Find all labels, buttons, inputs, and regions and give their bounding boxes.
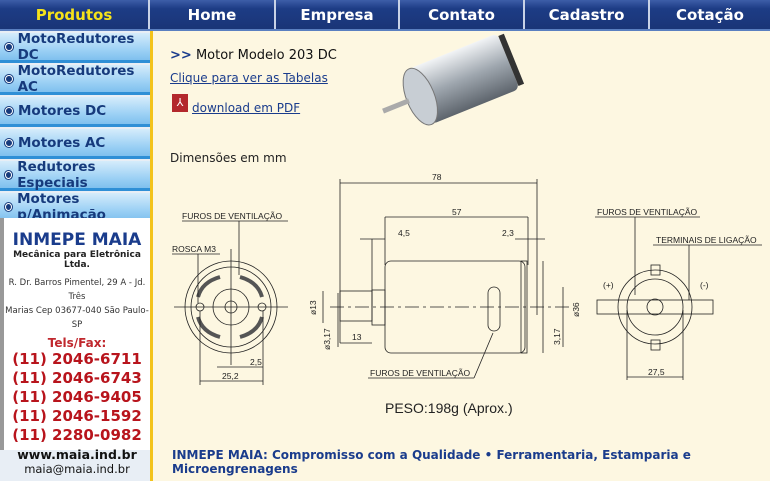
technical-drawing: FUROS DE VENTILAÇÃO ROSCA M3 2,5 25,2 78… xyxy=(172,172,762,416)
bullet-icon xyxy=(5,42,13,51)
dimensions-label: Dimensões em mm xyxy=(170,151,287,165)
website-link[interactable]: www.maia.ind.br xyxy=(17,447,137,462)
dim-dia-3-17: ø3,17 xyxy=(322,328,332,350)
label-terminais: TERMINAIS DE LIGAÇÃO xyxy=(656,235,757,245)
sidebar-item-label: Motores DC xyxy=(18,102,107,119)
company-name: INMEPE MAIA xyxy=(12,230,142,250)
label-furos-ventilacao: FUROS DE VENTILAÇÃO xyxy=(182,211,283,221)
sidebar-item-motores-dc[interactable]: Motores DC xyxy=(0,97,150,127)
bullet-icon xyxy=(5,106,13,115)
label-furos-ventilacao: FUROS DE VENTILAÇÃO xyxy=(370,368,471,378)
tels-label: Tels/Fax: xyxy=(47,336,107,350)
tab-home[interactable]: Home xyxy=(150,0,276,29)
tab-cotacao[interactable]: Cotação xyxy=(676,5,744,24)
top-nav: Produtos Home Empresa Contato Cadastro C… xyxy=(0,0,770,31)
dim-57: 57 xyxy=(452,207,462,217)
tab-produtos[interactable]: Produtos xyxy=(0,0,150,29)
bullet-icon xyxy=(5,74,13,83)
tab-cadastro[interactable]: Cadastro xyxy=(525,0,650,29)
pdf-download-link[interactable]: download em PDF xyxy=(192,101,301,115)
divider xyxy=(150,31,153,481)
dim-78: 78 xyxy=(432,172,442,182)
tab-empresa[interactable]: Empresa xyxy=(276,0,400,29)
sidebar-item-motoredutores-ac[interactable]: MotoRedutores AC xyxy=(0,62,150,95)
footer-slogan: INMEPE MAIA: Compromisso com a Qualidade… xyxy=(172,448,691,476)
pdf-icon[interactable]: ⅄ xyxy=(172,94,188,112)
phone: (11) 2280-0982 xyxy=(12,426,142,444)
bullet-icon xyxy=(5,202,13,211)
sidebar-item-label: Motores AC xyxy=(18,134,106,151)
dim-25-2: 25,2 xyxy=(222,371,239,381)
address-line: R. Dr. Barros Pimentel, 29 A - Jd. Três xyxy=(8,278,146,302)
page-title: >> Motor Modelo 203 DC xyxy=(170,48,337,63)
label-minus: (-) xyxy=(700,280,709,290)
phone: (11) 2046-6711 xyxy=(12,350,142,368)
address-line: Marias Cep 03677-040 São Paulo-SP xyxy=(5,306,149,330)
sidebar-item-motoredutores-dc[interactable]: MotoRedutores DC xyxy=(0,30,150,63)
weight-label: PESO:198g (Aprox.) xyxy=(385,400,513,416)
company-subtitle: Mecânica para Eletrônica Ltda. xyxy=(13,250,141,270)
sidebar-item-label: Redutores Especiais xyxy=(17,158,96,191)
dim-dia-13: ø13 xyxy=(308,300,318,315)
dim-27-5: 27,5 xyxy=(648,367,665,377)
tables-link[interactable]: Clique para ver as Tabelas xyxy=(170,71,328,85)
dim-dia-36: ø36 xyxy=(571,302,581,317)
bullet-icon xyxy=(5,170,13,179)
label-plus: (+) xyxy=(603,280,614,290)
sidebar-item-label: MotoRedutores AC xyxy=(17,62,135,95)
dim-2-5: 2,5 xyxy=(250,357,262,367)
email-link[interactable]: maia@maia.ind.br xyxy=(24,462,130,476)
bullet-icon xyxy=(5,138,13,147)
dim-3-17: 3,17 xyxy=(552,328,562,345)
tab-contato[interactable]: Contato xyxy=(400,0,525,29)
dim-2-3: 2,3 xyxy=(502,228,514,238)
sidebar-item-redutores-especiais[interactable]: Redutores Especiais xyxy=(0,158,150,191)
phone: (11) 2046-9405 xyxy=(12,388,142,406)
label-furos-ventilacao: FUROS DE VENTILAÇÃO xyxy=(597,207,698,217)
dim-13: 13 xyxy=(352,332,362,342)
company-info: INMEPE MAIA Mecânica para Eletrônica Ltd… xyxy=(0,218,150,476)
label-rosca: ROSCA M3 xyxy=(172,244,216,254)
motor-photo xyxy=(382,33,525,126)
phone: (11) 2046-6743 xyxy=(12,369,142,387)
sidebar-item-motores-ac[interactable]: Motores AC xyxy=(0,129,150,159)
phone: (11) 2046-1592 xyxy=(12,407,142,425)
sidebar-item-label: MotoRedutores DC xyxy=(17,30,135,63)
dim-4-5: 4,5 xyxy=(398,228,410,238)
